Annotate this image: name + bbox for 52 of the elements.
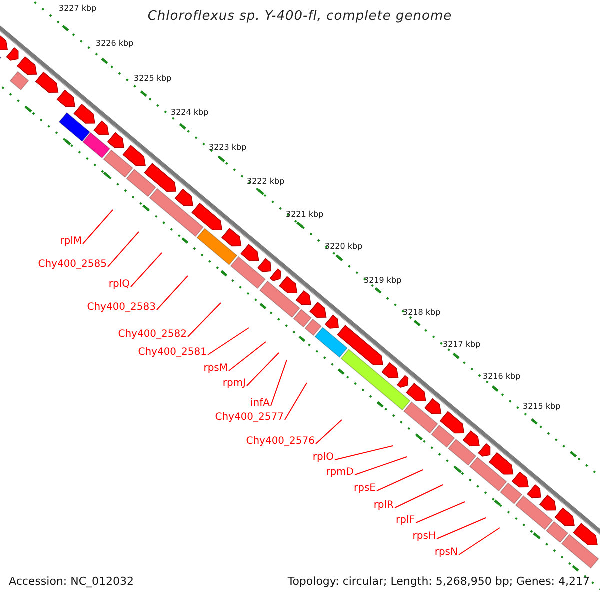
gene-label: rplO bbox=[312, 452, 334, 464]
leader-line bbox=[82, 210, 114, 244]
scale-label: 3227 kbp bbox=[59, 4, 97, 14]
gene-label: rplR bbox=[374, 500, 394, 512]
scale-label: 3224 kbp bbox=[171, 108, 209, 118]
leader-line bbox=[316, 420, 342, 444]
leader-line bbox=[458, 528, 500, 556]
gene-label: rpsH bbox=[412, 531, 436, 543]
leader-line bbox=[416, 502, 466, 524]
scale-label: 3220 kbp bbox=[325, 242, 363, 252]
scale-label: 3223 kbp bbox=[209, 143, 247, 153]
genome-info-text: Topology: circular; Length: 5,268,950 bp; Genes: 4,217 bbox=[288, 575, 590, 588]
scale-label: 3219 kbp bbox=[364, 276, 402, 286]
scale-label: 3221 kbp bbox=[286, 210, 324, 220]
leader-line bbox=[394, 484, 444, 508]
leader-line bbox=[270, 360, 288, 406]
leader-line bbox=[436, 518, 486, 540]
scale-label: 3225 kbp bbox=[134, 74, 172, 84]
leader-line bbox=[284, 382, 308, 420]
title: Chloroflexus sp. Y-400-fl, complete genome bbox=[146, 9, 454, 25]
leader-line bbox=[130, 252, 162, 288]
gene-label: rpmD bbox=[326, 467, 354, 479]
leader-line bbox=[246, 352, 280, 386]
gene-label: rpsN bbox=[434, 547, 458, 559]
leader-line bbox=[228, 342, 266, 372]
scale-label: 3215 kbp bbox=[523, 402, 561, 412]
leader-line bbox=[188, 302, 222, 338]
gene-label: rplF bbox=[396, 515, 415, 527]
gene-label: rpsE bbox=[354, 483, 376, 495]
scale-label: 3218 kbp bbox=[403, 308, 441, 318]
gene-label: Chy400_2577 bbox=[215, 412, 284, 424]
gene-label: Chy400_2585 bbox=[38, 259, 107, 271]
gene-label: Chy400_2576 bbox=[246, 436, 315, 448]
gene-label: Chy400_2582 bbox=[118, 329, 187, 341]
leader-line bbox=[156, 276, 188, 310]
gene-label: Chy400_2581 bbox=[138, 347, 207, 359]
scale-label: 3216 kbp bbox=[483, 372, 521, 382]
gene-label: rplQ bbox=[108, 279, 130, 291]
gene-label: rpmJ bbox=[222, 378, 246, 390]
accession-text: Accession: NC_012032 bbox=[9, 575, 134, 588]
gene-label: rpsM bbox=[204, 363, 228, 375]
gene-label: rplM bbox=[60, 236, 82, 248]
scale-label: 3217 kbp bbox=[443, 340, 481, 350]
leader-line bbox=[108, 232, 140, 268]
gene-label: Chy400_2583 bbox=[87, 302, 156, 314]
leader-line bbox=[334, 446, 394, 460]
scale-label: 3226 kbp bbox=[96, 39, 134, 49]
leader-line bbox=[354, 456, 408, 476]
scale-label: 3222 kbp bbox=[247, 177, 285, 187]
leader-line bbox=[208, 328, 250, 356]
gene-label: infA bbox=[250, 398, 270, 410]
leader-line bbox=[376, 470, 424, 492]
